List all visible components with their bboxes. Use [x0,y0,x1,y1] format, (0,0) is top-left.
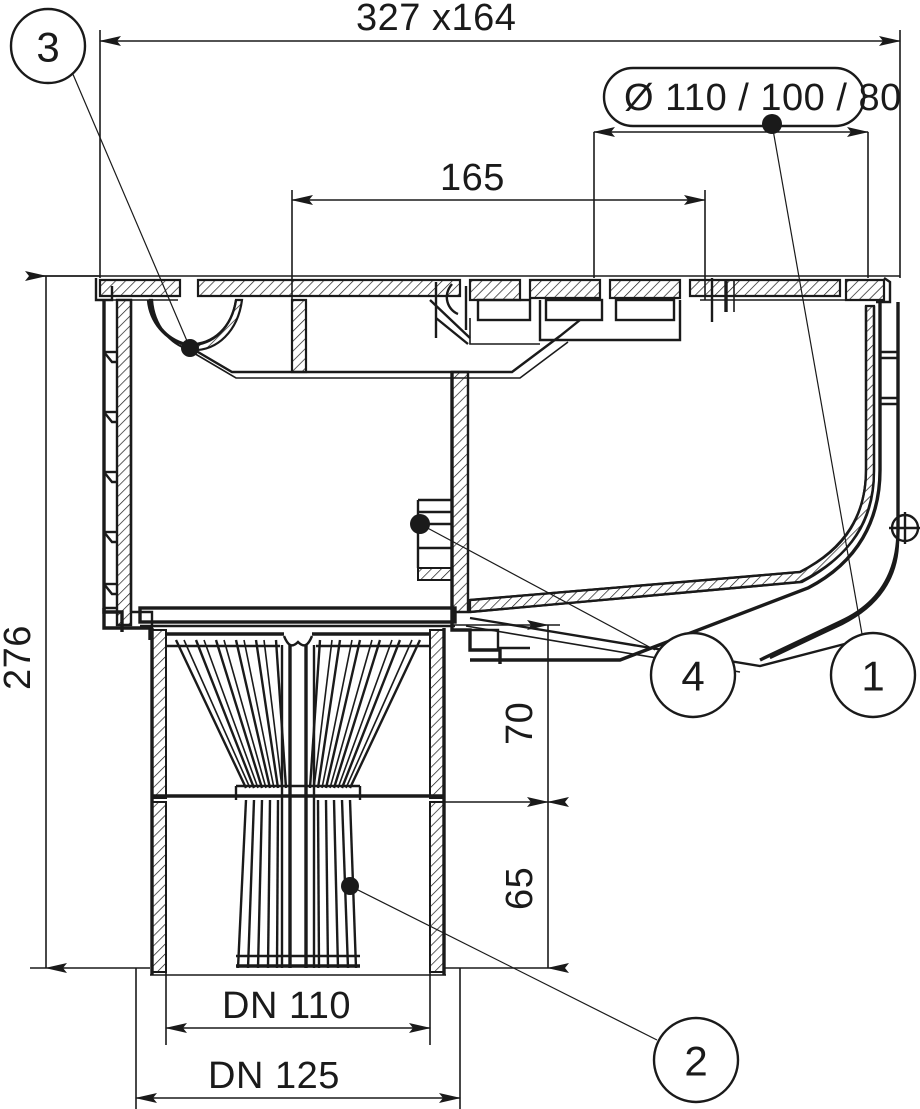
funnel-strainer [150,628,446,800]
dimension-height-upper: 70 [444,620,569,807]
drain-body-geometry [38,275,920,976]
leader-balloon-4 [410,514,656,651]
dimension-inner-top: 165 [291,157,706,300]
leader-balloon-3 [71,71,199,357]
dimension-label-inner-top: 165 [440,157,505,199]
dimension-label-nominal-inner: DN 110 [222,985,351,1027]
right-curved-skirt [465,302,900,673]
center-partition-wall [416,370,530,664]
leader-balloon-1 [762,114,863,635]
dimension-label-height-upper: 70 [499,702,541,745]
grate-insert-detail [429,278,735,345]
balloon-2-label: 2 [684,1038,707,1085]
dimension-label-overall-top: 327 x164 [356,0,516,39]
dimension-height-lower: 65 [444,797,569,973]
balloon-4-label: 4 [681,653,704,700]
dimension-nominal-inner: DN 110 [165,968,431,1045]
dimension-overall-height: 276 [0,271,150,973]
outlet-socket [150,799,446,976]
crosshair-target-symbol [889,512,920,544]
dimension-outlet-diameter: Ø 110 / 100 / 80 [593,66,902,278]
balloon-1-label: 1 [861,653,884,700]
balloon-3[interactable]: 3 [9,7,87,85]
dimension-nominal-outer: DN 125 [135,968,461,1109]
dimension-label-overall-height: 276 [0,625,39,690]
balloon-2[interactable]: 2 [652,1016,740,1104]
dimension-label-nominal-outer: DN 125 [208,1055,340,1097]
balloon-3-label: 3 [36,24,59,71]
top-rim-plate [38,275,900,304]
balloon-1[interactable]: 1 [829,631,917,719]
basin-bottom-plate [138,606,457,628]
dimension-label-height-lower: 65 [499,867,541,910]
dimension-label-outlet-diameter: Ø 110 / 100 / 80 [624,77,902,119]
basin-inner-outline [129,298,581,612]
left-wall-ribbed [102,298,154,640]
leader-balloon-2 [341,877,658,1041]
balloon-4[interactable]: 4 [649,631,737,719]
dimension-overall-top: 327 x164 [99,0,901,278]
